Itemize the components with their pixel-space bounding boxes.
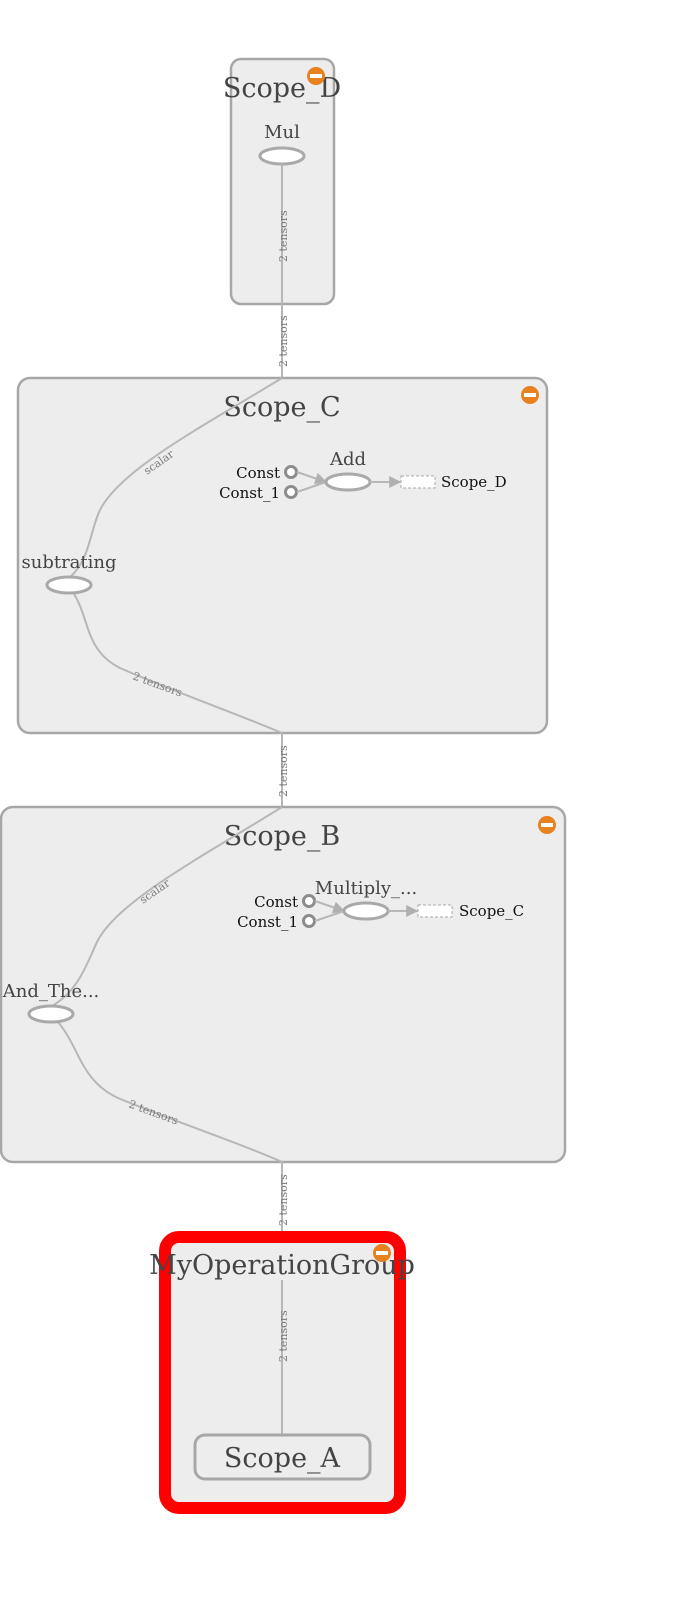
const-to-add-edge (296, 471, 328, 485)
const-1-node[interactable] (284, 485, 298, 499)
collapse-icon[interactable] (373, 1244, 391, 1262)
const-1-to-add-edge (296, 481, 327, 493)
scope-d-ref-node[interactable] (400, 475, 436, 489)
scope-b-scalar-edge (51, 806, 283, 1007)
multiply-op-label: Multiply_... (315, 878, 417, 899)
edge-b-to-group-label: 2 tensors (277, 1174, 290, 1226)
mul-op-label: Mul (264, 122, 300, 143)
scope-b-tensors-edge (57, 1021, 283, 1163)
multiply-op-node[interactable] (342, 901, 390, 921)
collapse-icon[interactable] (307, 67, 325, 85)
mul-op-node[interactable] (258, 146, 306, 166)
collapse-icon[interactable] (521, 386, 539, 404)
scope-d-group[interactable]: Scope_D Mul 2 tensors (223, 57, 341, 306)
const-1-label: Const_1 (237, 913, 298, 931)
my-operation-group[interactable]: MyOperationGroup 2 tensors Scope_A (149, 1231, 415, 1514)
scope-c-ref-label: Scope_C (459, 902, 524, 920)
scope-b-title: Scope_B (224, 821, 340, 852)
scope-c-group[interactable]: Scope_C scalar 2 tensors subtrating Cons… (16, 376, 549, 735)
const-to-multiply-edge (314, 900, 346, 914)
const-label: Const (254, 893, 298, 911)
my-operation-group-title: MyOperationGroup (149, 1250, 415, 1281)
and-the-op-node[interactable] (27, 1004, 75, 1024)
add-op-node[interactable] (324, 472, 372, 492)
scope-c-tensors-edge (73, 593, 283, 734)
and-the-op-label: And_The... (2, 981, 100, 1002)
group-internal-edge-label: 2 tensors (277, 1310, 290, 1362)
edge-c-to-b-label: 2 tensors (277, 745, 290, 797)
const-node[interactable] (302, 894, 316, 908)
scope-c-scalar-edge (69, 377, 283, 578)
const-1-node[interactable] (302, 914, 316, 928)
edge-d-to-c-label: 2 tensors (277, 315, 290, 367)
add-op-label: Add (329, 449, 366, 470)
const-label: Const (236, 464, 280, 482)
scope-c-ref-node[interactable] (417, 904, 453, 918)
scope-a-collapsed-node[interactable] (193, 1433, 372, 1481)
collapse-icon[interactable] (538, 816, 556, 834)
scope-d-ref-label: Scope_D (441, 473, 507, 491)
scope-d-edge-label: 2 tensors (277, 210, 290, 262)
const-node[interactable] (284, 465, 298, 479)
const-1-label: Const_1 (219, 484, 280, 502)
subtrating-op-label: subtrating (21, 552, 116, 573)
const-1-to-multiply-edge (314, 910, 345, 922)
scope-b-group[interactable]: Scope_B scalar 2 tensors And_The... Cons… (0, 805, 567, 1164)
scope-a-label: Scope_A (224, 1443, 341, 1474)
scope-c-title: Scope_C (223, 392, 340, 423)
subtrating-op-node[interactable] (45, 575, 93, 595)
